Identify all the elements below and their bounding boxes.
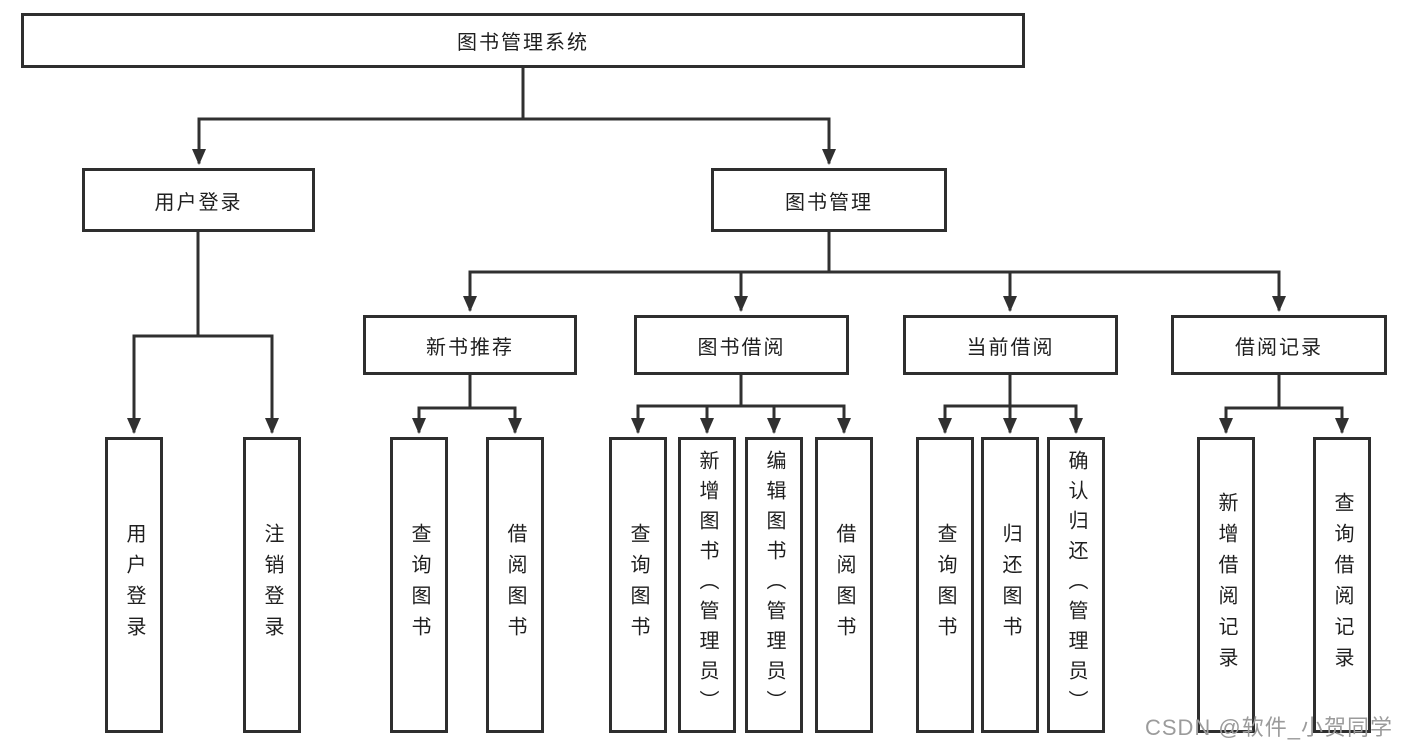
leaf-query-books-borrow: 查询图书 (609, 437, 667, 733)
node-label: 查询图书 (627, 523, 649, 647)
node-label: 编辑图书（管理员） (763, 450, 785, 720)
node-label: 借阅图书 (504, 523, 526, 647)
connector-login-to-leaves (127, 230, 279, 434)
node-label: 查询借阅记录 (1331, 492, 1353, 678)
node-label: 归还图书 (999, 523, 1021, 647)
leaf-edit-book-admin: 编辑图书（管理员） (745, 437, 803, 733)
leaf-add-borrow-record: 新增借阅记录 (1197, 437, 1255, 733)
connector-mgmt-to-modules (463, 230, 1286, 312)
node-label: 新增图书（管理员） (696, 450, 718, 720)
node-label: 当前借阅 (966, 336, 1055, 359)
node-label: 确认归还（管理员） (1065, 450, 1087, 720)
node-label: 新书推荐 (426, 336, 514, 359)
node-book-borrow: 图书借阅 (634, 315, 849, 375)
node-new-book-recommend: 新书推荐 (363, 315, 577, 375)
leaf-logout: 注销登录 (243, 437, 301, 733)
node-current-borrow: 当前借阅 (903, 315, 1118, 375)
leaf-add-book-admin: 新增图书（管理员） (678, 437, 736, 733)
leaf-borrow-books-recommend: 借阅图书 (486, 437, 544, 733)
leaf-confirm-return-admin: 确认归还（管理员） (1047, 437, 1105, 733)
node-label: 图书管理系统 (457, 32, 589, 54)
leaf-query-borrow-record: 查询借阅记录 (1313, 437, 1371, 733)
node-book-management: 图书管理 (711, 168, 947, 232)
node-label: 查询图书 (934, 523, 956, 647)
connector-records-to-leaves (1219, 373, 1349, 434)
leaf-borrow-books: 借阅图书 (815, 437, 873, 733)
connector-borrow-to-leaves (631, 373, 851, 434)
leaf-query-books-recommend: 查询图书 (390, 437, 448, 733)
leaf-query-books-current: 查询图书 (916, 437, 974, 733)
node-label: 用户登录 (154, 191, 243, 214)
node-label: 查询图书 (408, 523, 430, 647)
node-label: 图书借阅 (697, 336, 786, 359)
watermark: CSDN @软件_小贺同学 (1144, 715, 1393, 740)
node-label: 注销登录 (261, 523, 283, 647)
leaf-user-login: 用户登录 (105, 437, 163, 733)
node-label: 用户登录 (123, 523, 145, 647)
leaf-return-books: 归还图书 (981, 437, 1039, 733)
connector-current-to-leaves (938, 373, 1083, 434)
node-borrow-records: 借阅记录 (1171, 315, 1387, 375)
connector-root-to-level2 (192, 66, 836, 165)
node-user-login: 用户登录 (82, 168, 315, 232)
connector-recommend-to-leaves (412, 373, 522, 434)
root-node-library-system: 图书管理系统 (21, 13, 1025, 68)
node-label: 新增借阅记录 (1215, 492, 1237, 678)
node-label: 借阅图书 (833, 523, 855, 647)
node-label: 图书管理 (785, 191, 873, 214)
node-label: 借阅记录 (1235, 336, 1323, 359)
